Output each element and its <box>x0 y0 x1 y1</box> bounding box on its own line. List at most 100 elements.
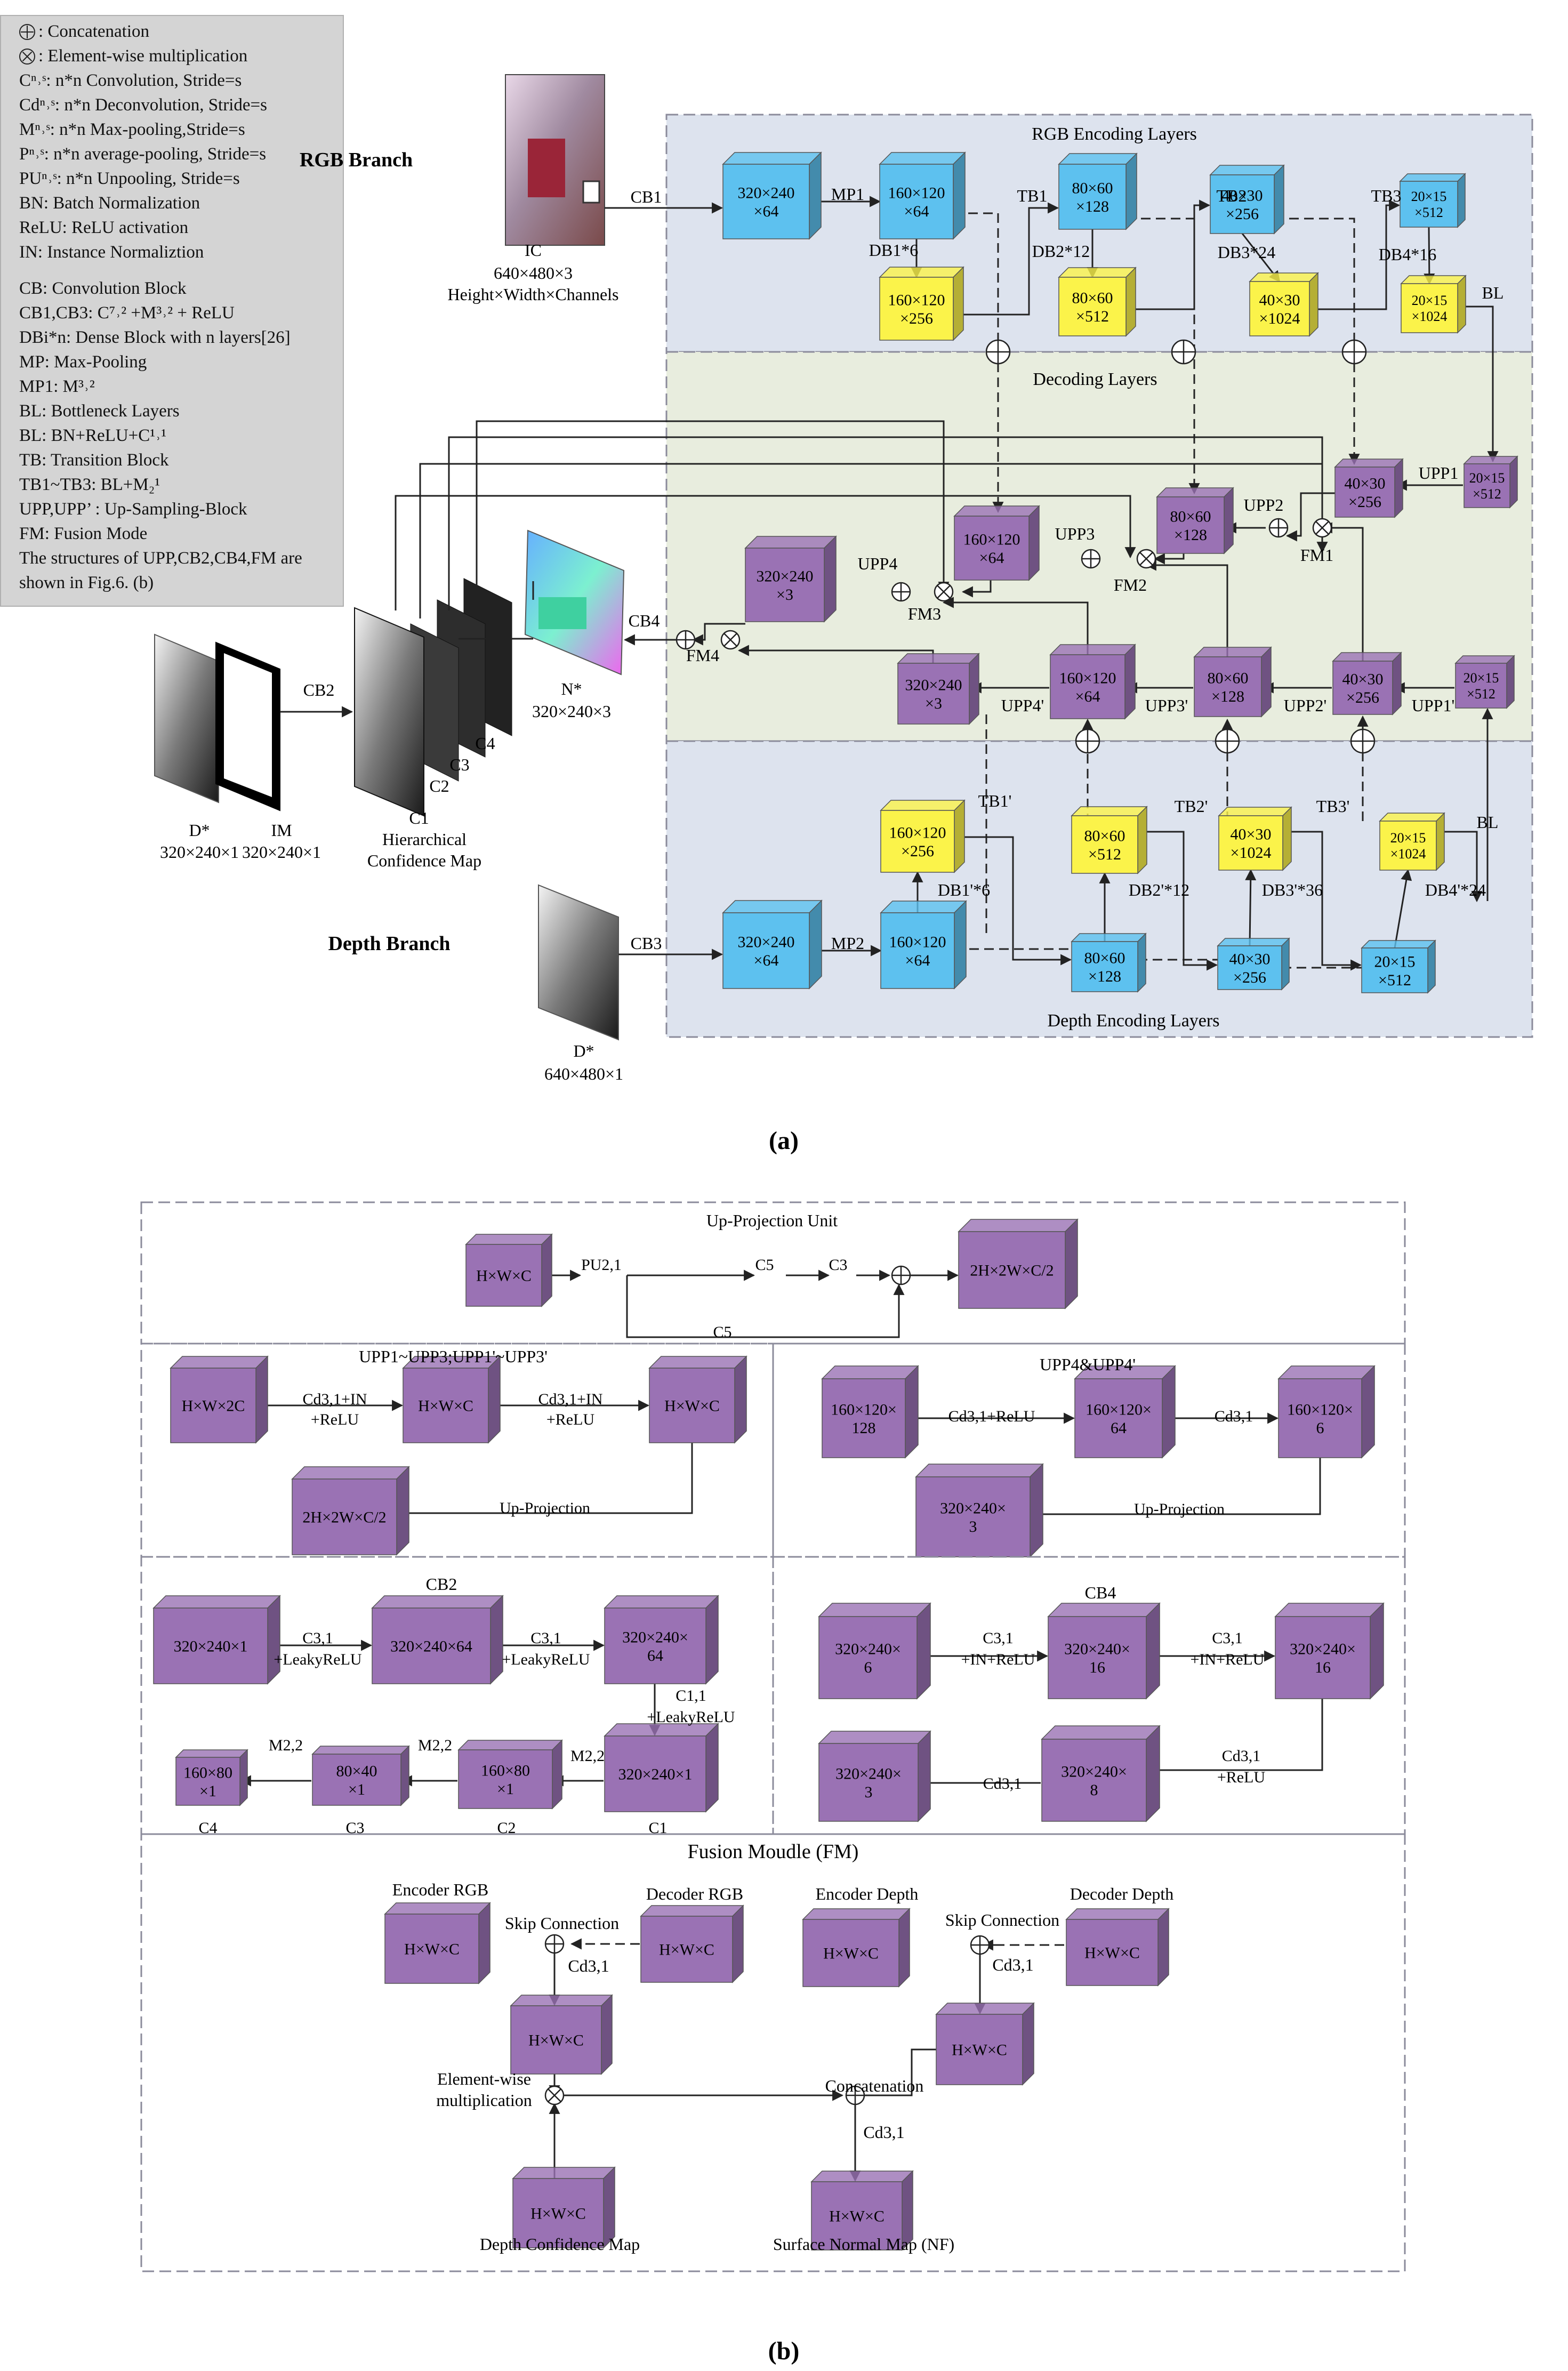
label-db1: DB1*6 <box>869 240 918 260</box>
block-label: H×W×2C <box>182 1397 245 1415</box>
label-im: IM <box>271 821 292 840</box>
label-tb1p: TB1' <box>978 791 1012 810</box>
label-cb2-op1a: C3,1 <box>302 1629 333 1647</box>
legend-row: CB: Convolution Block <box>19 276 343 301</box>
block-label: H×W×C <box>659 1941 714 1959</box>
block-label: 40×30 <box>1229 950 1271 968</box>
block-label: 128 <box>852 1419 876 1437</box>
label-tb3: TB3 <box>1371 186 1402 205</box>
label-u13-op2a: Cd3,1+IN <box>538 1391 602 1408</box>
block-label: 40×30 <box>1222 187 1263 204</box>
label-lc4: C4 <box>198 1819 217 1837</box>
connector-line <box>396 1443 693 1519</box>
label-cb2: CB2 <box>303 680 335 700</box>
block-label: ×1024 <box>1231 844 1272 862</box>
concat-symbol-icon <box>19 24 35 40</box>
block-label: ×64 <box>904 203 929 220</box>
label-depth-branch: Depth Branch <box>328 933 450 955</box>
label-db2: DB2*12 <box>1032 242 1090 261</box>
svg-text:UPP4&UPP4': UPP4&UPP4' <box>1040 1355 1136 1374</box>
block-label: 320×240 <box>738 933 795 951</box>
legend-text: MP1: M³˒² <box>19 377 95 396</box>
label-ew1: Element-wise <box>437 2069 531 2088</box>
svg-text:UPP1~UPP3;UPP1'~UPP3': UPP1~UPP3;UPP1'~UPP3' <box>359 1347 548 1366</box>
legend-row: UPP,UPP’ : Up-Sampling-Block <box>19 497 343 521</box>
label-skip2: Skip Connection <box>945 1910 1059 1930</box>
label-u13-op1b: +ReLU <box>311 1411 359 1428</box>
mask-image <box>215 641 280 811</box>
label-u13-op2b: +ReLU <box>546 1411 595 1428</box>
block-fm_er: H×W×C <box>384 1902 491 1984</box>
legend-text: The structures of UPP,CB2,CB4,FM are sho… <box>19 549 302 592</box>
block-dec_top1: 20×15×512 <box>1463 455 1518 509</box>
block-u13_b1: H×W×2C <box>170 1355 269 1444</box>
block-cb2_b2: 320×240×64 <box>371 1595 504 1685</box>
block-label: ×1024 <box>1259 310 1300 327</box>
label-upp2p: UPP2' <box>1284 696 1326 715</box>
block-label: 3 <box>969 1518 977 1536</box>
connector-line <box>953 212 1004 513</box>
block-cb2_b7: 160×80×1 <box>175 1749 248 1806</box>
block-cb4_b5: 320×240×3 <box>818 1730 931 1822</box>
block-rgb_e2: 160×120×64 <box>879 151 966 240</box>
block-label: H×W×C <box>1084 1944 1140 1962</box>
label-bl-bot: BL <box>1477 813 1499 832</box>
block-label: 64 <box>1111 1419 1127 1437</box>
connector-line <box>954 836 1072 966</box>
block-label: 320×240× <box>835 1640 901 1658</box>
label-pu21: PU2,1 <box>581 1256 622 1274</box>
block-dep_d4: 20×15×1024 <box>1379 812 1445 871</box>
connector-line <box>961 580 992 598</box>
legend-text: MP: Max-Pooling <box>19 352 147 372</box>
block-dep_e4: 40×30×256 <box>1217 937 1290 991</box>
connector-line <box>942 597 1089 655</box>
block-label: ×1024 <box>1412 309 1448 324</box>
block-dec_bot5: 320×240×3 <box>897 653 980 725</box>
legend-text: BN: Batch Normalization <box>19 194 200 213</box>
label-cb2-op2a: C3,1 <box>530 1629 561 1647</box>
connector-line <box>395 495 1136 610</box>
block-label: 2H×2W×C/2 <box>970 1262 1054 1280</box>
label-upp2: UPP2 <box>1244 495 1284 515</box>
label-c3a: C3 <box>829 1256 847 1274</box>
block-dep_d3: 40×30×1024 <box>1218 806 1292 871</box>
block-cb4_b1: 320×240×6 <box>818 1602 931 1700</box>
label-db2p: DB2'*12 <box>1129 880 1189 899</box>
depth-input-image-small <box>154 633 219 803</box>
multiply-symbol-icon <box>19 49 35 65</box>
label-dstar2-dim: 640×480×1 <box>544 1064 623 1083</box>
legend-row: TB: Transition Block <box>19 448 343 472</box>
concat-node-icon <box>891 582 911 602</box>
block-fm_m2: H×W×C <box>935 2002 1035 2086</box>
block-label: 20×15 <box>1464 670 1499 686</box>
legend-text: TB: Transition Block <box>19 451 169 470</box>
label-tb2: TB2 <box>1217 186 1247 205</box>
label-m22c: M2,2 <box>269 1737 303 1754</box>
block-fm_dr: H×W×C <box>640 1904 744 1983</box>
label-cb2-op1b: +LeakyReLU <box>274 1651 362 1668</box>
block-dec_bot2: 40×30×256 <box>1332 652 1402 716</box>
block-label: 80×60 <box>1084 949 1125 967</box>
panel-fusion-module: Fusion Moudle (FM) <box>140 1833 1406 2272</box>
block-label: 320×240 <box>905 676 962 694</box>
label-cb1: CB1 <box>631 187 662 206</box>
label-nstar-dim: 320×240×3 <box>532 702 611 721</box>
multiply-node-icon <box>1312 518 1332 538</box>
label-skip1: Skip Connection <box>505 1914 619 1933</box>
label-fm-cd2: Cd3,1 <box>992 1955 1033 1974</box>
block-label: ×1 <box>199 1782 216 1800</box>
label-u4-op1: Cd3,1+ReLU <box>948 1408 1035 1425</box>
block-label: 320×240× <box>1064 1640 1130 1658</box>
legend-text: Pⁿ˒ˢ: n*n average-pooling, Stride=s <box>19 144 267 164</box>
multiply-node-icon <box>1136 549 1156 569</box>
block-u13_b4: 2H×2W×C/2 <box>291 1466 410 1556</box>
block-cb4_b2: 320×240×16 <box>1047 1602 1161 1700</box>
block-label: 320×240 <box>738 184 795 202</box>
legend-row: BN: Batch Normalization <box>19 191 343 215</box>
block-u4_b2: 160×120×64 <box>1074 1365 1176 1459</box>
label-ew2: multiplication <box>436 2091 532 2110</box>
label-cb4-op4: Cd3,1 <box>983 1775 1022 1793</box>
connector-line <box>1138 831 1218 971</box>
legend-text: DBi*n: Dense Block with n layers[26] <box>19 328 291 347</box>
